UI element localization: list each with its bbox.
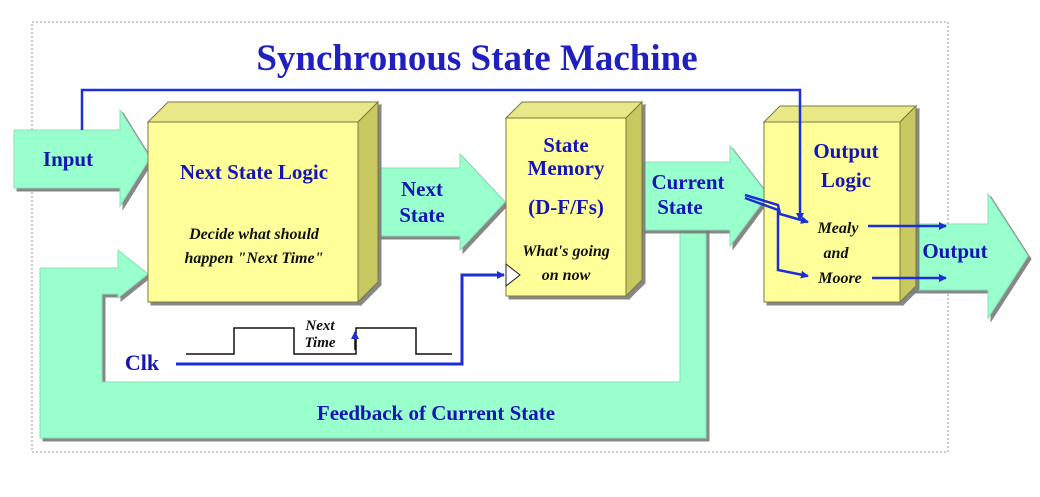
output-label: Output bbox=[922, 239, 987, 263]
next-state-logic-desc-1: Decide what should bbox=[188, 226, 320, 243]
feedback-label: Feedback of Current State bbox=[317, 401, 555, 425]
feedback-arrow bbox=[39, 227, 707, 439]
moore-label: Moore bbox=[817, 270, 862, 287]
next-state-logic-title: Next State Logic bbox=[180, 160, 328, 184]
output-logic-title-1: Output bbox=[813, 139, 878, 163]
state-memory-desc-2: on now bbox=[542, 267, 591, 284]
current-state-arrow bbox=[629, 144, 769, 248]
state-memory-block bbox=[504, 100, 644, 298]
current-state-label-1: Current bbox=[651, 170, 724, 194]
current-state-to-moore-wire bbox=[744, 196, 809, 279]
next-state-label-2: State bbox=[399, 203, 445, 227]
current-state-label-2: State bbox=[657, 195, 703, 219]
next-time-label-2: Time bbox=[304, 335, 335, 351]
clock-input-triangle bbox=[505, 262, 521, 288]
input-label: Input bbox=[43, 147, 93, 171]
output-logic-title-2: Logic bbox=[821, 168, 871, 192]
input-bypass-wire bbox=[80, 88, 804, 221]
state-memory-title-3: (D-F/Fs) bbox=[528, 195, 604, 219]
next-time-label-1: Next bbox=[304, 318, 335, 334]
clk-wire bbox=[176, 271, 505, 366]
next-state-logic-desc-2: happen "Next Time" bbox=[185, 250, 324, 267]
clock-waveform bbox=[186, 327, 452, 355]
clk-label: Clk bbox=[125, 350, 160, 375]
state-memory-title-2: Memory bbox=[528, 156, 605, 180]
and-label: and bbox=[824, 245, 850, 262]
mealy-label: Mealy bbox=[817, 220, 860, 237]
next-state-logic-block bbox=[146, 100, 380, 304]
next-state-label-1: Next bbox=[401, 177, 443, 201]
state-memory-title-1: State bbox=[543, 133, 589, 157]
input-arrow bbox=[13, 108, 151, 208]
outer-frame bbox=[31, 21, 949, 453]
next-state-arrow bbox=[369, 152, 506, 252]
state-memory-desc-1: What's going bbox=[522, 243, 610, 260]
diagram-title: Synchronous State Machine bbox=[256, 38, 697, 79]
